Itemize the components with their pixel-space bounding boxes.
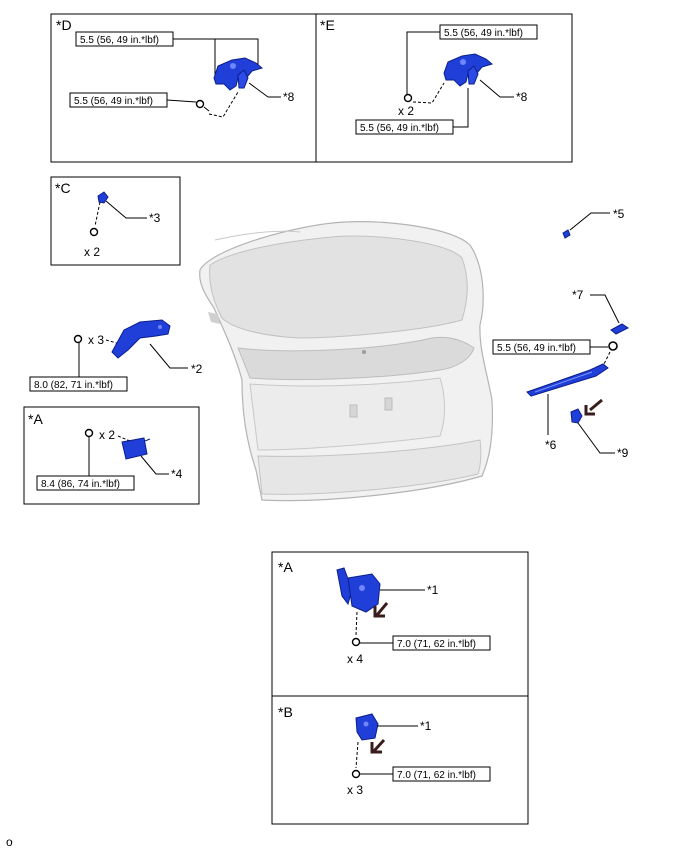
panel-a-top-part-label: *4	[171, 467, 183, 481]
panel-ab-frame	[271, 551, 529, 825]
panel-a-bottom-lock-assembly	[336, 567, 381, 613]
panel-d-torque-a: 5.5 (56, 49 in.*lbf)	[80, 35, 159, 46]
panel-a-top-torque-box	[36, 475, 135, 491]
panel-e-part-label: *8	[516, 90, 528, 104]
panel-a-bottom-arrow-icon	[373, 602, 389, 618]
panel-d-leader-a1	[173, 38, 259, 66]
panel-e-dash	[412, 82, 445, 104]
panel-a-top-module	[121, 437, 151, 460]
panel-e-torque-b: 5.5 (56, 49 in.*lbf)	[360, 123, 439, 134]
part-7-dash	[601, 351, 611, 369]
panel-b-label: *B	[278, 704, 293, 720]
panel-a-top-frame	[23, 406, 200, 505]
panel-b-arrow-icon	[370, 738, 386, 754]
part-6-label: *6	[545, 438, 557, 452]
panel-b-dash	[355, 741, 359, 769]
panel-c-dash	[94, 201, 101, 227]
panel-c-label: *C	[55, 180, 71, 196]
panel-c-sensor	[97, 191, 109, 204]
panel-a-bottom-qty: x 4	[347, 652, 363, 666]
part-7-leader	[590, 294, 620, 324]
part-9-arrow-icon	[584, 398, 603, 416]
panel-a-bottom-bolt	[351, 637, 361, 647]
panel-e-torque-a: 5.5 (56, 49 in.*lbf)	[444, 28, 523, 39]
part-9-leader	[577, 422, 615, 454]
panel-d-nut-stud	[203, 106, 210, 112]
panel-b-bolt	[351, 769, 361, 779]
panel-e-qty: x 2	[398, 104, 414, 118]
panel-e-nut	[403, 93, 413, 103]
part-2-bolt	[73, 334, 83, 344]
part-2-torque-box	[29, 376, 128, 392]
panel-a-top-part-leader	[140, 455, 169, 475]
panel-c-part-leader	[105, 200, 147, 219]
panel-e-label: *E	[320, 17, 335, 33]
panel-a-bottom-part-label: *1	[427, 583, 439, 597]
panel-a-bottom-torque-box	[392, 635, 491, 651]
panel-e-part-leader	[479, 79, 501, 98]
part-7-label: *7	[572, 288, 584, 302]
panel-a-bottom-dash	[355, 611, 358, 636]
panel-b-torque: 7.0 (71, 62 in.*lbf)	[397, 770, 476, 781]
panel-d-part-leader	[248, 82, 269, 98]
panel-a-bottom-torque: 7.0 (71, 62 in.*lbf)	[397, 639, 476, 650]
panel-a-top-qty: x 2	[99, 428, 115, 442]
panel-c-qty: x 2	[84, 245, 100, 259]
panel-b-torque-box	[392, 766, 491, 782]
panel-b-lock-assembly	[355, 713, 379, 741]
part-5	[562, 229, 571, 239]
panel-c-frame	[50, 176, 181, 266]
part-7-cap	[610, 323, 629, 335]
panel-e-wiper-motor	[443, 53, 494, 87]
panel-b-qty: x 3	[347, 783, 363, 797]
part-2-label: *2	[191, 362, 203, 376]
panel-a-top-dash	[117, 435, 131, 442]
part-9-label: *9	[617, 446, 629, 460]
panel-d-nut	[195, 99, 205, 109]
panel-a-top-torque: 8.4 (86, 74 in.*lbf)	[41, 479, 120, 490]
panel-e-leader-a	[406, 31, 440, 96]
panel-b-part-label: *1	[420, 719, 432, 733]
panel-a-bottom-label: *A	[278, 559, 293, 575]
panel-d-torque-b: 5.5 (56, 49 in.*lbf)	[74, 96, 153, 107]
panel-d-part-label: *8	[283, 90, 295, 104]
panel-d-wiper-motor	[213, 57, 264, 91]
part-7-nut	[608, 341, 618, 351]
panel-a-top-bolt	[84, 428, 94, 438]
part-9	[570, 408, 583, 424]
back-door-assembly	[199, 221, 494, 502]
part-5-label: *5	[613, 207, 625, 221]
part-2-part-leader	[149, 343, 188, 369]
panel-d-label: *D	[56, 17, 72, 33]
part-5-leader	[569, 212, 610, 231]
panel-c-part-label: *3	[149, 211, 161, 225]
panel-e-leader-b	[453, 88, 469, 128]
part-6-wiper-arm	[526, 363, 609, 397]
part-2-bracket	[111, 319, 171, 359]
panel-d-leader-b	[166, 99, 197, 103]
diagram-code: o	[6, 835, 13, 849]
panel-de-frame	[50, 13, 573, 163]
part-7-torque: 5.5 (56, 49 in.*lbf)	[497, 343, 576, 354]
panel-c-bolt	[89, 227, 99, 237]
part-2-qty: x 3	[88, 333, 104, 347]
part-2-torque: 8.0 (82, 71 in.*lbf)	[34, 380, 113, 391]
panel-a-top-label: *A	[28, 411, 43, 427]
panel-d-dash	[208, 91, 239, 118]
